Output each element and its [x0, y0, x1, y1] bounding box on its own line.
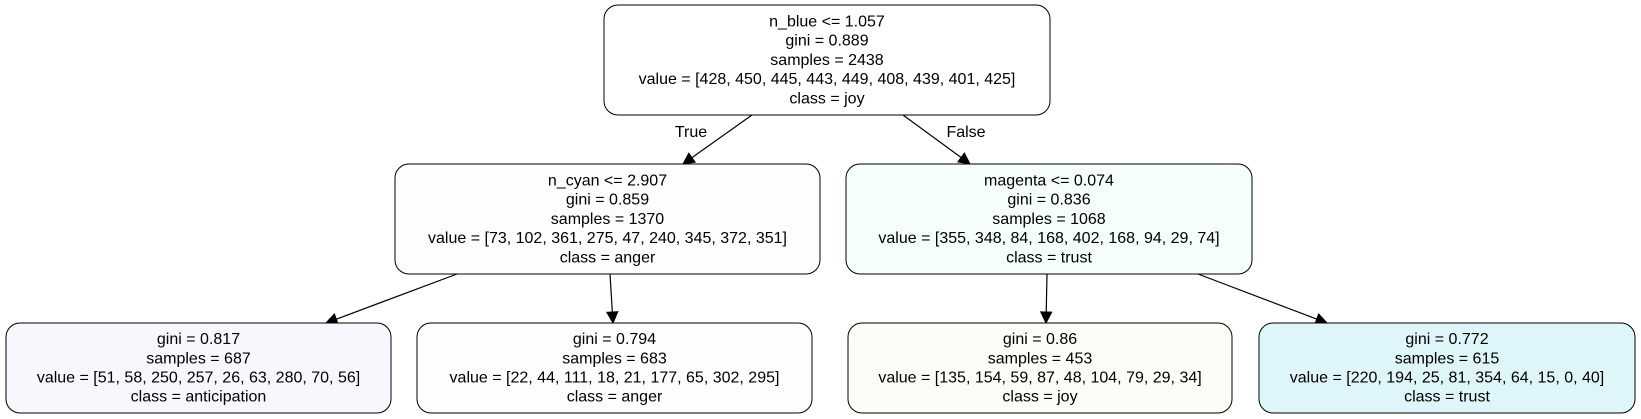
edge-left-to-leaf-1 — [324, 273, 458, 325]
edge-line — [336, 273, 458, 320]
arrow-head — [682, 152, 697, 165]
node-samples-text: samples = 615 — [1395, 350, 1500, 367]
node-class-text: class = joy — [789, 90, 864, 107]
node-box — [603, 4, 1051, 116]
tree-node-leaf-2: gini = 0.794 samples = 683 value = [22, 44… — [416, 322, 813, 414]
edge-root-to-left — [682, 114, 753, 165]
tree-node-leaf-4: gini = 0.772 samples = 615 value = [220, 1… — [1258, 322, 1636, 414]
edge-left-to-leaf-2 — [606, 273, 619, 325]
edge-line — [691, 114, 753, 159]
node-magenta-text: magenta <= 0.074 — [984, 173, 1114, 190]
node-value-text: value = [135, 154, 59, 87, 48, 104, 79, … — [878, 370, 1201, 387]
arrow-head — [606, 311, 619, 325]
tree-node-left: n_cyan <= 2.907 gini = 0.859 samples = 137… — [394, 163, 821, 275]
node-gini-text: gini = 0.859 — [566, 192, 649, 209]
arrow-head — [1039, 311, 1053, 325]
node-samples-text: samples = 1370 — [551, 211, 665, 228]
node-value-text: value = [355, 348, 84, 168, 402, 168, 94… — [878, 230, 1219, 247]
edge-label-true: True — [675, 124, 707, 141]
node-value-text: value = [428, 450, 445, 443, 449, 408, 4… — [639, 71, 1016, 88]
node-samples-text: samples = 687 — [146, 350, 251, 367]
edge-root-to-right — [902, 114, 971, 165]
node-n_blue-text: n_blue <= 1.057 — [769, 14, 885, 31]
node-box — [1258, 322, 1636, 414]
tree-node-leaf-1: gini = 0.817 samples = 687 value = [51, 58… — [5, 322, 392, 414]
node-n_cyan-text: n_cyan <= 2.907 — [548, 173, 667, 190]
node-samples-text: samples = 1068 — [992, 211, 1106, 228]
arrow-head — [956, 152, 971, 165]
edge-right-to-leaf-4 — [1197, 273, 1329, 325]
node-box — [847, 322, 1233, 414]
node-gini-text: gini = 0.772 — [1405, 331, 1488, 348]
node-box — [845, 163, 1253, 275]
tree-node-right: magenta <= 0.074 gini = 0.836 samples = 10… — [845, 163, 1253, 275]
node-gini-text: gini = 0.794 — [573, 331, 656, 348]
node-gini-text: gini = 0.836 — [1007, 192, 1090, 209]
node-gini-text: gini = 0.889 — [785, 33, 868, 50]
tree-node-leaf-3: gini = 0.86 samples = 453 value = [135, 15… — [847, 322, 1233, 414]
node-samples-text: samples = 683 — [562, 350, 667, 367]
edge-labels-layer: True False — [675, 124, 986, 141]
edge-line — [1197, 273, 1317, 320]
node-samples-text: samples = 453 — [988, 350, 1093, 367]
node-class-text: class = anticipation — [131, 389, 267, 406]
nodes-layer: n_blue <= 1.057 gini = 0.889 samples = 243… — [5, 4, 1636, 414]
edge-right-to-leaf-3 — [1039, 273, 1053, 325]
node-box — [394, 163, 821, 275]
node-class-text: class = anger — [560, 249, 656, 266]
node-class-text: class = trust — [1404, 389, 1490, 406]
edge-line — [609, 273, 613, 313]
node-value-text: value = [220, 194, 25, 81, 354, 64, 15, … — [1290, 370, 1604, 387]
node-samples-text: samples = 2438 — [770, 52, 884, 69]
edge-line — [902, 114, 962, 158]
node-value-text: value = [73, 102, 361, 275, 47, 240, 345… — [428, 230, 787, 247]
node-class-text: class = trust — [1006, 249, 1092, 266]
node-class-text: class = joy — [1002, 389, 1077, 406]
node-box — [5, 322, 392, 414]
node-gini-text: gini = 0.817 — [157, 331, 240, 348]
node-class-text: class = anger — [567, 389, 663, 406]
node-value-text: value = [22, 44, 111, 18, 21, 177, 65, 3… — [450, 370, 780, 387]
edges-layer — [324, 114, 1329, 325]
edge-line — [1045, 273, 1048, 313]
node-gini-text: gini = 0.86 — [1003, 331, 1077, 348]
node-box — [416, 322, 813, 414]
tree-node-root: n_blue <= 1.057 gini = 0.889 samples = 243… — [603, 4, 1051, 116]
edge-label-false: False — [946, 124, 985, 141]
node-value-text: value = [51, 58, 250, 257, 26, 63, 280, … — [37, 370, 360, 387]
